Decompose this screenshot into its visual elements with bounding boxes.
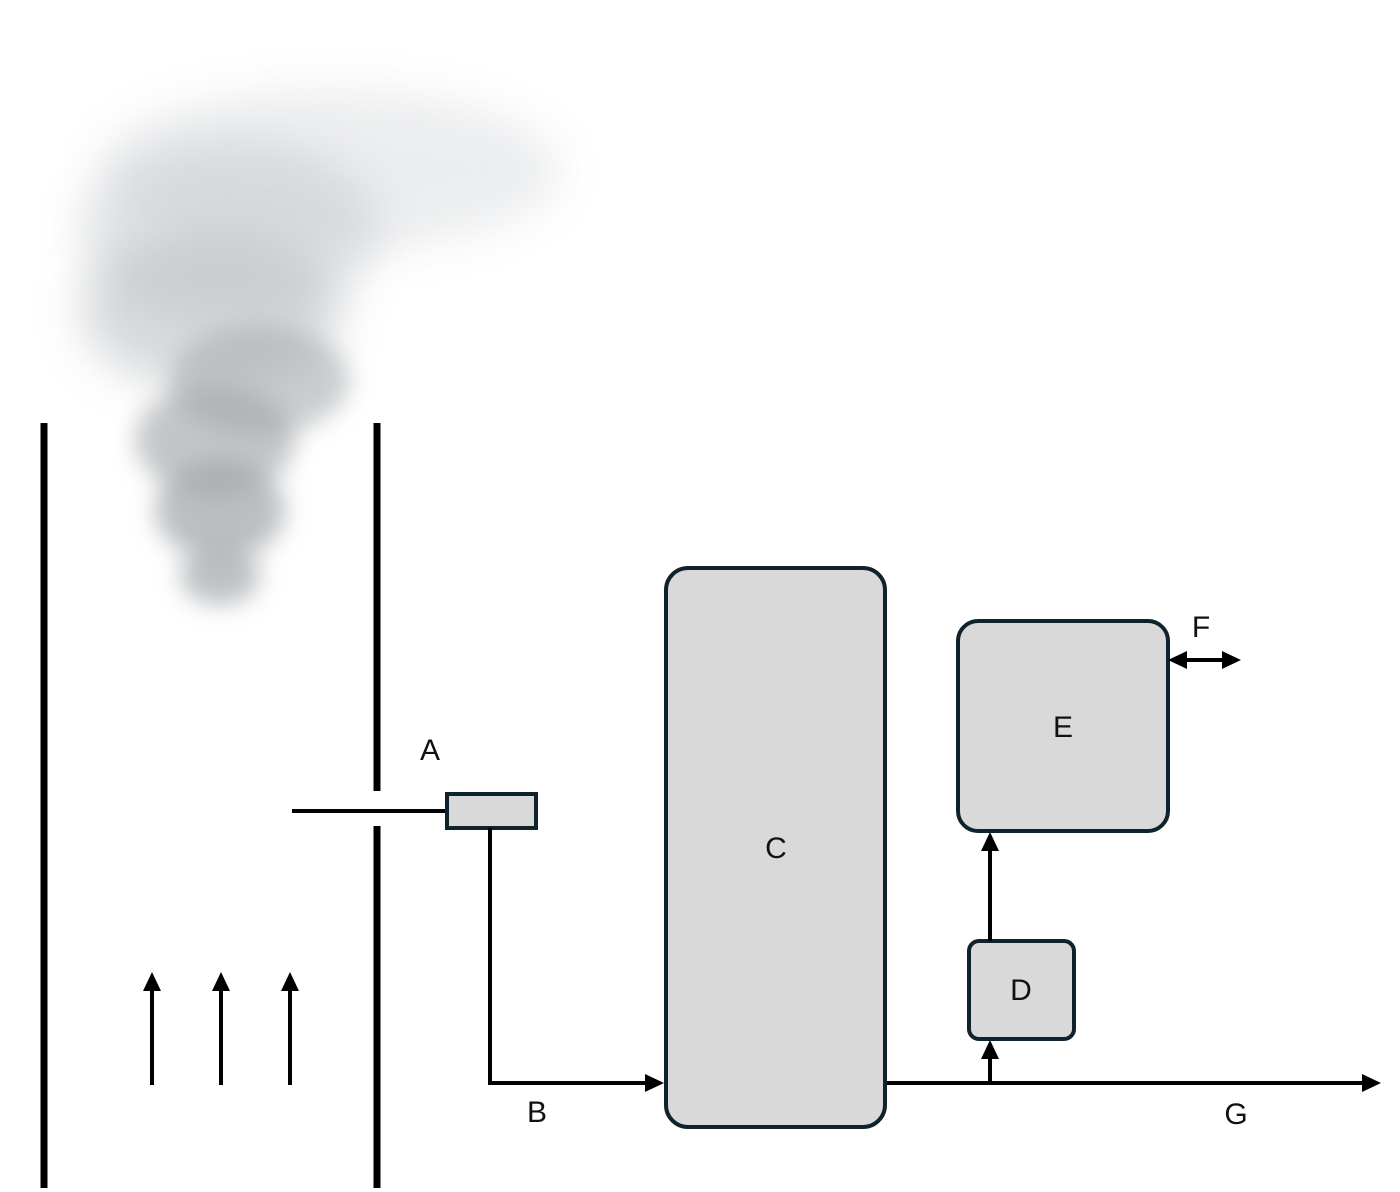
unit-c <box>664 566 887 1129</box>
label-a: A <box>420 734 440 767</box>
outlet-line-g-arrowhead <box>1362 1074 1381 1092</box>
link-f-left-arrowhead <box>1168 651 1187 669</box>
sample-line-b <box>488 828 645 1085</box>
link-f-right-arrowhead <box>1222 651 1241 669</box>
sample-line-b-arrowhead <box>645 1074 664 1092</box>
upflow-arrow <box>143 972 161 1085</box>
label-c: C <box>765 832 787 865</box>
label-g: G <box>1224 1098 1247 1131</box>
probe-box-a <box>445 792 538 830</box>
smoke-plume <box>80 90 560 605</box>
branch-line-to-d-arrowhead <box>981 1040 999 1059</box>
upflow-arrow <box>281 972 299 1085</box>
unit-d <box>967 939 1076 1041</box>
upflow-arrow <box>212 972 230 1085</box>
label-e: E <box>1053 711 1073 744</box>
unit-e <box>956 619 1170 833</box>
label-b: B <box>527 1096 547 1129</box>
label-d: D <box>1010 974 1032 1007</box>
label-f: F <box>1192 611 1210 644</box>
line-d-to-e-arrowhead <box>981 832 999 851</box>
